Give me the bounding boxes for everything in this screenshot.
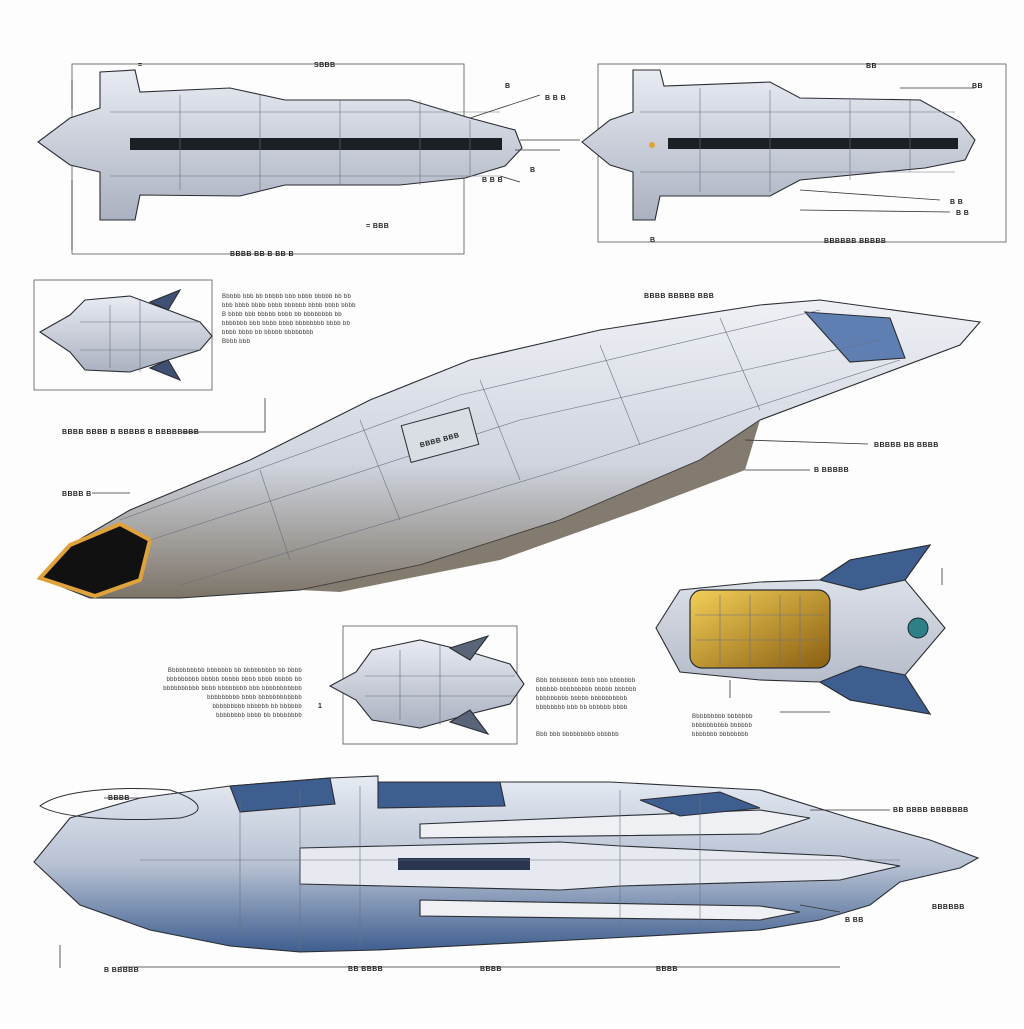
lower-right-para-1: bbbbbbbbbb bbbbbb <box>692 723 753 729</box>
mid-left-hull <box>38 295 213 373</box>
tl-label-g: = BBB <box>366 223 389 230</box>
bottom-label-top-left: BBBB <box>108 795 130 802</box>
bottom-side-view: BBBB BB BBBB BBBBBBB BBBBBB B BB B BBBBB… <box>33 775 980 974</box>
lower-right-para-0: Bbbbbbbbb bbbbbbb <box>692 714 753 720</box>
mid-left-para-1: bbb bbbb bbbb bbbb bbbbbb bbbb bbbb bbbb <box>222 303 356 309</box>
lower-right-notes: Bbbbbbbbb bbbbbbb bbbbbbbbbb bbbbbb bbbb… <box>692 714 753 738</box>
lower-left-para-1: bbbbbbbbb bbbbb bbbbb bbbb bbbb bbbbb bb <box>167 677 303 683</box>
main-hull-plate <box>400 406 480 464</box>
bottom-label-2: BB BBBB <box>348 966 383 973</box>
tl-label-d: B <box>505 83 510 90</box>
tr-label-b: BB <box>972 83 983 90</box>
mid-left-para-2: B bbbb bbb bbbbb bbbb bb bbbbbbbb bb <box>222 312 342 318</box>
top-left-window-strip <box>130 138 502 150</box>
top-right-plan-view: BB BB B B B B B BBBBBB BBBBB <box>520 63 1007 245</box>
main-hull <box>39 299 982 599</box>
lower-left-para-5: bbbbbbbb bbbb bb bbbbbbbb <box>216 713 302 719</box>
cutaway-interior <box>689 589 831 669</box>
mid-left-frame <box>33 279 213 391</box>
mid-left-para-3: bbbbbbb bbb bbbb bbbb bbbbbbbb bbbb bb <box>222 321 351 327</box>
bottom-blue-plates <box>229 777 761 817</box>
lower-mid-para-1: bbbbbb bbbbbbbbb bbbbb bbbbbb <box>536 687 637 693</box>
tl-label-c: B B B <box>545 95 566 102</box>
mid-left-para-0: Bbbbb bbb bb bbbbb bbb bbbb bbbbb bb bb <box>222 294 352 300</box>
main-left-callout: BBBB BBBB B BBBBB B BBBBBBBB <box>62 429 199 436</box>
lower-right-para-2: bbbbbbb bbbbbbbb <box>692 732 749 738</box>
tl-label-h: BBBB BB B BB B <box>230 251 294 258</box>
tl-label-e: B B B <box>482 177 503 184</box>
lower-mid-para-2: bbbbbbbbb bbbbb bbbbbbbbbb <box>536 696 628 702</box>
bottom-label-3: BBBB <box>480 966 502 973</box>
lower-left-notes: Bbbbbbbbbb bbbbbbb bb bbbbbbbbb bb bbbb … <box>163 668 302 719</box>
bottom-window-strip <box>398 858 530 870</box>
lower-mid-small-view: 1 <box>318 625 525 745</box>
lower-mid-fins <box>448 634 490 736</box>
mid-left-fins <box>148 288 182 382</box>
bottom-label-right-mid: B BB <box>845 917 864 924</box>
bottom-label-right: BBBBBB <box>932 904 965 911</box>
lower-left-para-2: bbbbbbbbbb bbbb bbbbbbbb bbb bbbbbbbbbbb <box>163 686 302 692</box>
top-right-window-strip <box>668 138 958 149</box>
lower-mid-notes: Bbb bbbbbbbb bbbb bbb bbbbbbb bbbbbb bbb… <box>536 678 637 738</box>
bottom-label-top-right: BB BBBB BBBBBBB <box>893 807 969 814</box>
main-right-callout-2: B BBBBB <box>814 467 849 474</box>
tr-label-a: BB <box>866 63 877 70</box>
top-right-nav-light <box>649 142 655 148</box>
lower-mid-para-4: Bbb bbb bbbbbbbbb bbbbbb <box>536 732 619 738</box>
cutaway-fins <box>818 544 932 715</box>
lower-mid-para-0: Bbb bbbbbbbb bbbb bbb bbbbbbb <box>536 678 636 684</box>
main-title-label: BBBB BBBBB BBB <box>644 293 714 300</box>
lower-left-para-4: bbbbbbbbb bbbbbb bb bbbbbb <box>212 704 302 710</box>
main-left-short: BBBB B <box>62 491 92 498</box>
cutaway-sensor-orb <box>907 617 929 639</box>
tl-label-f: B <box>530 167 535 174</box>
main-right-callout-1: BBBBB BB BBBB <box>874 442 939 449</box>
lower-mid-para-3: bbbbbbbb bbb bb bbbbbb bbbb <box>536 705 628 711</box>
cutaway-view <box>655 544 946 715</box>
tr-label-c: B B <box>950 199 963 206</box>
lower-mid-hull <box>328 639 525 729</box>
tr-label-d: B B <box>956 210 969 217</box>
bottom-label-4: BBBB <box>656 966 678 973</box>
top-left-plan-view: = SBBB B B B B B B B B = BBB BBBB BB B B… <box>37 62 566 258</box>
bottom-center-pod <box>299 841 901 891</box>
mid-left-small-view: Bbbbb bbb bb bbbbb bbb bbbb bbbbb bb bb … <box>33 279 356 391</box>
lower-mid-label: 1 <box>318 703 322 710</box>
bottom-front-ring <box>39 788 199 820</box>
main-perspective-view: BBBB BBB BBBB BBBBB BBB BBBB BBBB B BBBB… <box>36 293 982 599</box>
mid-left-para-4: bbbb bbbb bb bbbbb bbbbbbbb <box>222 330 314 336</box>
bottom-label-1: B BBBBB <box>104 967 139 974</box>
tr-label-f: BBBBBB BBBBB <box>824 238 886 245</box>
mid-left-para-5: Bbbb bbb <box>222 339 250 345</box>
lower-left-para-3: bbbbbbbbb bbbb bbbbbbbbbbbb <box>207 695 302 701</box>
main-blue-panel <box>803 311 906 363</box>
lower-left-para-0: Bbbbbbbbbb bbbbbbb bb bbbbbbbbb bb bbbb <box>168 668 303 674</box>
tr-label-e: B <box>650 237 655 244</box>
tl-label-b: SBBB <box>314 62 335 69</box>
tl-label-a: = <box>138 62 143 69</box>
